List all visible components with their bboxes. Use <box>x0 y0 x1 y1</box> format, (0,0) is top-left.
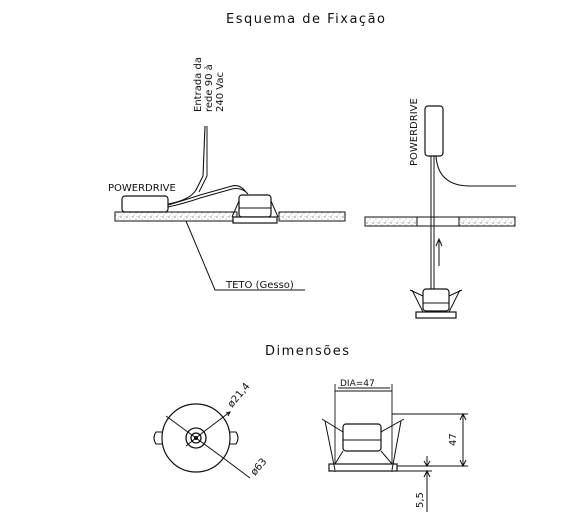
clip-right <box>230 431 239 445</box>
dimensions-section-title: Dimensões <box>265 344 351 359</box>
outer-diameter-label: ø63 <box>249 456 270 478</box>
ceiling-leader-line <box>185 220 305 291</box>
spring-clip-right <box>380 418 405 433</box>
mains-cable-right <box>435 155 516 187</box>
installation-sequence-view: POWERDRIVE <box>364 98 516 319</box>
installed-view: POWERDRIVE TETO (Gesso) Entrada da rede … <box>108 57 346 291</box>
mains-cable <box>167 125 206 205</box>
powerdrive-label-left: POWERDRIVE <box>108 183 176 194</box>
powerdrive-box-right <box>424 105 444 157</box>
mains-input-label: Entrada da rede 90 à 240 Vac <box>193 57 226 112</box>
powerdrive-label-right: POWERDRIVE <box>409 98 420 166</box>
lamp-installed <box>231 194 279 224</box>
lamp-side-flange <box>328 463 398 472</box>
svg-text:Entrada da: Entrada da <box>193 57 204 112</box>
ceiling-slab-seq-right <box>458 216 516 227</box>
svg-text:rede 90 à: rede 90 à <box>203 64 215 112</box>
clip-left <box>153 431 162 445</box>
height-label: 47 <box>448 433 459 446</box>
top-view-dimensions: ø21,4 ø63 <box>153 381 270 479</box>
powerdrive-box-left <box>121 195 169 213</box>
side-view-dimensions: DIA=47 47 <box>321 379 468 512</box>
flange-label: 5,5 <box>415 492 426 508</box>
top-diameter-label: ø21,4 <box>226 381 253 410</box>
lamp-side-body <box>342 423 382 452</box>
ceiling-label: TETO (Gesso) <box>225 280 294 291</box>
spring-clip-left <box>321 418 344 433</box>
fixation-section-title: Esquema de Fixação <box>226 12 387 27</box>
ceiling-slab-seq-left <box>364 216 418 227</box>
ceiling-slab-left <box>114 211 238 222</box>
ceiling-slab-right <box>278 211 346 222</box>
lamp-being-inserted <box>409 288 463 319</box>
dia-label: DIA=47 <box>340 379 375 389</box>
svg-text:240 Vac: 240 Vac <box>215 72 226 112</box>
inner-diameter-line <box>185 429 207 447</box>
